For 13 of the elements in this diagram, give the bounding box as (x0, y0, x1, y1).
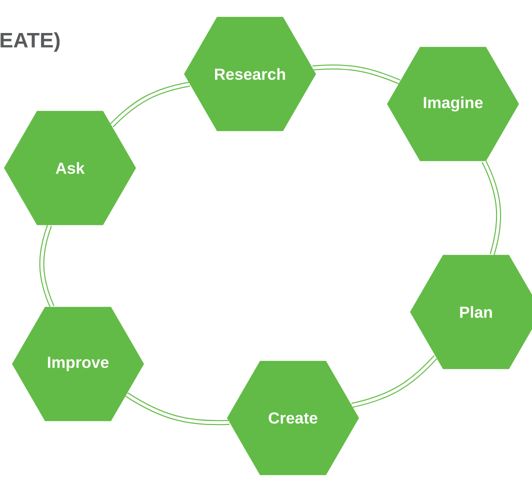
ring-arc (482, 160, 502, 256)
hexagon: Ask (4, 110, 136, 226)
hexagon: Plan (410, 254, 532, 370)
title: EATE) (0, 32, 60, 52)
ring-arc (351, 355, 438, 408)
ring-arc (110, 82, 190, 128)
hexagon: Research (184, 16, 316, 132)
ring-arc (312, 64, 400, 84)
ring-arc (39, 224, 54, 308)
hexagon: Create (227, 360, 359, 476)
hexagon: Imagine (387, 46, 519, 162)
hexagon: Improve (12, 306, 144, 422)
ring-arc (125, 392, 230, 426)
